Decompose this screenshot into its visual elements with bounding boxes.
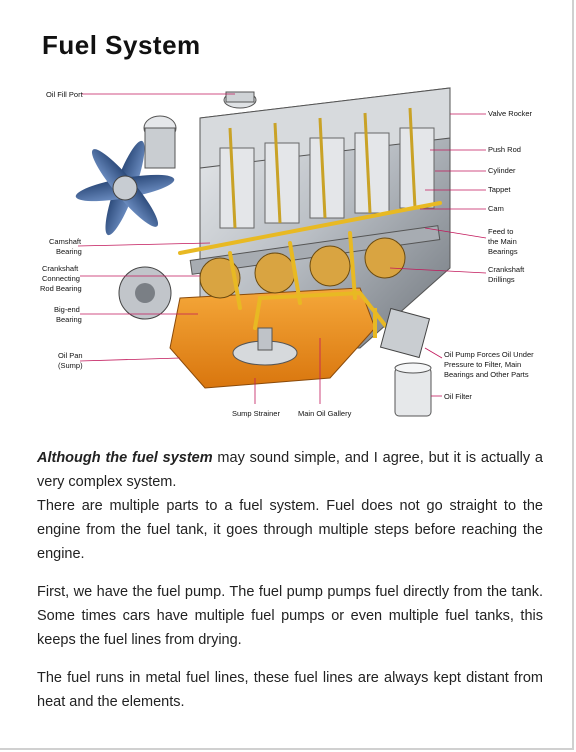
label-oilpump-3: Bearings and Other Parts bbox=[444, 370, 529, 379]
diagram-labels: Oil Fill Port Valve Rocker Push Rod Cyli… bbox=[40, 90, 534, 418]
engine-lubrication-diagram: Oil Fill Port Valve Rocker Push Rod Cyli… bbox=[30, 78, 550, 428]
intro-lead: Although the fuel system bbox=[37, 450, 213, 466]
oil-pump bbox=[373, 307, 431, 359]
label-crankshaft-drillings-1: Crankshaft bbox=[488, 265, 525, 274]
paragraph-3: First, we have the fuel pump. The fuel p… bbox=[37, 584, 543, 648]
label-oilpan-1: Oil Pan bbox=[58, 351, 83, 360]
label-push-rod: Push Rod bbox=[488, 145, 521, 154]
label-sump-strainer: Sump Strainer bbox=[232, 409, 280, 418]
label-bigend-2: Bearing bbox=[56, 315, 82, 324]
intro-rest: may sound simple, and I agree, but it is… bbox=[37, 450, 543, 490]
label-oilpan-2: (Sump) bbox=[58, 361, 83, 370]
label-feed-3: Bearings bbox=[488, 247, 518, 256]
oil-lines bbox=[178, 201, 442, 340]
label-feed-1: Feed to bbox=[488, 227, 513, 236]
label-oil-fill-port: Oil Fill Port bbox=[46, 90, 84, 99]
label-valve-rocker: Valve Rocker bbox=[488, 109, 533, 118]
cylinders bbox=[219, 127, 435, 229]
push-rods bbox=[228, 107, 417, 229]
label-camshaft-1: Camshaft bbox=[49, 237, 82, 246]
label-camshaft-2: Bearing bbox=[56, 247, 82, 256]
label-bigend-1: Big-end bbox=[54, 305, 80, 314]
label-tappet: Tappet bbox=[488, 185, 511, 194]
fan bbox=[75, 140, 175, 236]
paragraph-4: The fuel runs in metal fuel lines, these… bbox=[37, 670, 543, 710]
page-title: Fuel System bbox=[42, 30, 201, 60]
label-crankshaft-rod-3: Rod Bearing bbox=[40, 284, 82, 293]
label-oilpump-2: Pressure to Filter, Main bbox=[444, 360, 521, 369]
paragraph-2: There are multiple parts to a fuel syste… bbox=[37, 498, 543, 562]
leader-lines bbox=[77, 93, 487, 404]
article-body: Although the fuel system may sound simpl… bbox=[37, 446, 543, 728]
label-cylinder: Cylinder bbox=[488, 166, 516, 175]
label-oil-filter: Oil Filter bbox=[444, 392, 472, 401]
label-main-oil-gallery: Main Oil Gallery bbox=[298, 409, 352, 418]
label-crankshaft-rod-1: Crankshaft bbox=[42, 264, 79, 273]
label-oilpump-1: Oil Pump Forces Oil Under bbox=[444, 350, 534, 359]
paragraph-intro: Although the fuel system may sound simpl… bbox=[37, 446, 543, 494]
label-feed-2: the Main bbox=[488, 237, 517, 246]
label-crankshaft-drillings-2: Drillings bbox=[488, 275, 515, 284]
label-crankshaft-rod-2: Connecting bbox=[42, 274, 80, 283]
oil-filter bbox=[394, 362, 432, 417]
label-cam: Cam bbox=[488, 204, 504, 213]
